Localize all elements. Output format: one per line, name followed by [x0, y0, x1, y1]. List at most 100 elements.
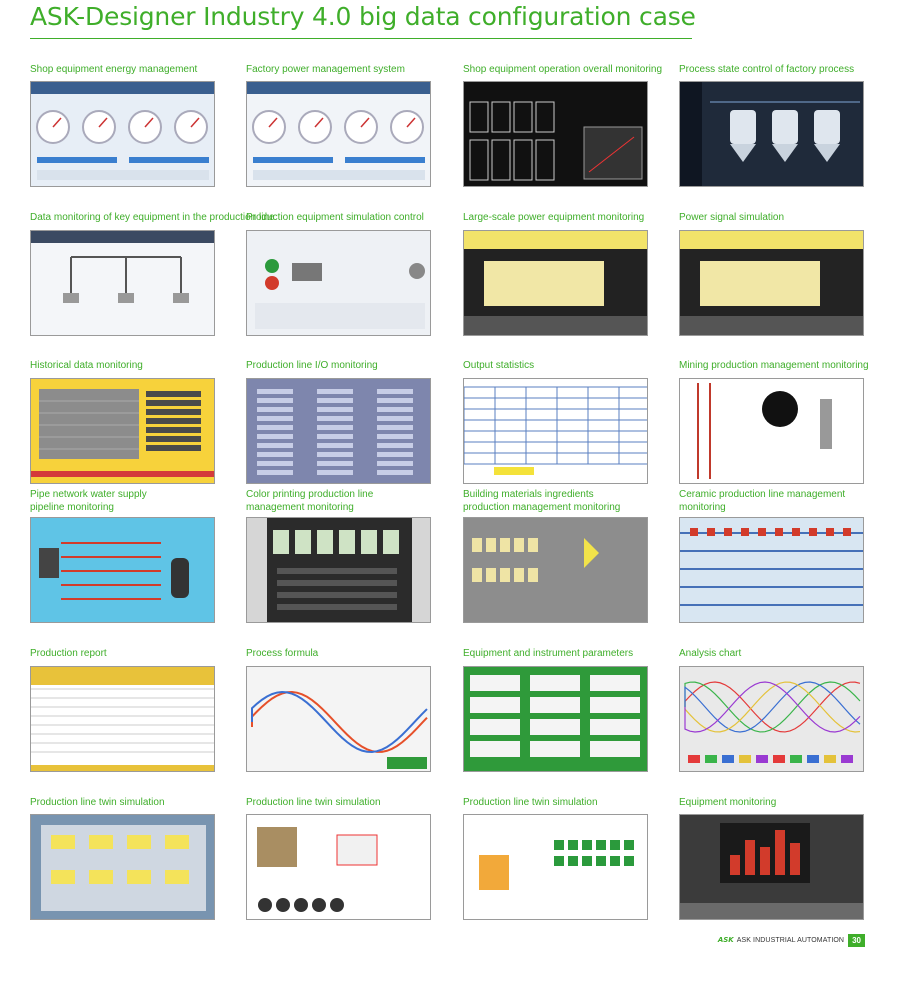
- case-caption: Mining production management monitoring: [679, 360, 869, 371]
- brand-logo: ASK: [717, 936, 734, 944]
- case-thumbnail: [30, 81, 215, 187]
- silo-layout-icon: [472, 538, 599, 582]
- twin-layout-icon: [41, 825, 206, 911]
- case-5: Data monitoring of key equipment in the …: [30, 211, 275, 224]
- case-caption: Historical data monitoring: [30, 360, 143, 371]
- mining-scene-icon: [697, 383, 832, 479]
- case-caption: Production equipment simulation control: [246, 212, 424, 223]
- case-caption: Shop equipment operation overall monitor…: [463, 64, 663, 75]
- bar-monitor-icon: [680, 823, 863, 919]
- case-9: Historical data monitoring: [30, 359, 240, 372]
- signal-meters-icon: [680, 231, 863, 335]
- case-thumbnail: [679, 378, 864, 484]
- ceramic-line-icon: [680, 528, 863, 606]
- case-thumbnail: [679, 81, 864, 187]
- page-title: ASK-Designer Industry 4.0 big data confi…: [30, 2, 696, 31]
- generator-panel-icon: [464, 231, 647, 335]
- case-caption: Production line twin simulation: [30, 797, 165, 808]
- control-panel-icon: [255, 259, 425, 329]
- case-14: Color printing production line management…: [246, 488, 456, 514]
- sine-chart-icon: [251, 691, 428, 769]
- case-caption-line-2: monitoring: [679, 502, 726, 513]
- case-thumbnail: [30, 666, 215, 772]
- case-1: Shop equipment energy management: [30, 63, 240, 76]
- case-caption-line-2: management monitoring: [246, 502, 354, 513]
- print-line-icon: [267, 518, 412, 622]
- case-thumbnail: [463, 517, 648, 623]
- brand-name: ASK INDUSTRIAL AUTOMATION: [736, 936, 845, 944]
- case-caption: Large-scale power equipment monitoring: [463, 212, 645, 223]
- data-table-icon: [464, 386, 647, 475]
- case-caption: Production line twin simulation: [463, 797, 598, 808]
- case-caption: Process state control of factory process: [679, 64, 855, 75]
- case-caption: Production line twin simulation: [246, 797, 381, 808]
- gauge-dashboard-icon: [31, 82, 214, 180]
- case-thumbnail: [463, 814, 648, 920]
- plant-schematic-icon: [469, 101, 643, 181]
- case-17: Production report: [30, 647, 240, 660]
- case-thumbnail: [30, 517, 215, 623]
- param-boxes-icon: [470, 675, 640, 757]
- trend-grid-icon: [31, 389, 214, 477]
- case-caption-line-1: Color printing production line: [246, 489, 374, 500]
- case-caption-line-1: Building materials ingredients: [463, 489, 594, 500]
- case-caption: Production report: [30, 648, 107, 659]
- case-22: Production line twin simulation: [246, 796, 456, 809]
- case-18: Process formula: [246, 647, 456, 660]
- case-23: Production line twin simulation: [463, 796, 673, 809]
- case-4: Process state control of factory process: [679, 63, 889, 76]
- case-10: Production line I/O monitoring: [246, 359, 456, 372]
- case-15: Building materials ingredients production…: [463, 488, 673, 514]
- case-thumbnail: [246, 378, 431, 484]
- case-caption: Ceramic production line management monito…: [679, 488, 889, 514]
- case-thumbnail: [246, 81, 431, 187]
- case-caption: Process formula: [246, 648, 319, 659]
- case-thumbnail: [463, 230, 648, 336]
- twin-machine-icon: [257, 827, 378, 912]
- case-thumbnail: [30, 814, 215, 920]
- case-caption: Equipment monitoring: [679, 797, 777, 808]
- title-rule: [30, 38, 692, 39]
- case-2: Factory power management system: [246, 63, 456, 76]
- case-thumbnail: [30, 378, 215, 484]
- analysis-waves-icon: [684, 681, 861, 763]
- case-thumbnail: [246, 230, 431, 336]
- case-caption-line-1: Pipe network water supply: [30, 489, 147, 500]
- case-16: Ceramic production line management monito…: [679, 488, 889, 514]
- io-table-icon: [257, 389, 413, 475]
- gauge-dashboard-icon: [247, 82, 430, 180]
- case-21: Production line twin simulation: [30, 796, 240, 809]
- case-13: Pipe network water supply pipeline monito…: [30, 488, 240, 514]
- page-number: 30: [848, 933, 865, 947]
- case-caption-line-2: pipeline monitoring: [30, 502, 114, 513]
- twin-robot-icon: [479, 840, 634, 890]
- case-8: Power signal simulation: [679, 211, 889, 224]
- case-20: Analysis chart: [679, 647, 889, 660]
- page-footer: ASK ASK INDUSTRIAL AUTOMATION 30: [718, 933, 865, 947]
- case-caption: Data monitoring of key equipment in the …: [30, 212, 275, 223]
- case-caption: Building materials ingredients production…: [463, 488, 673, 514]
- case-thumbnail: [679, 814, 864, 920]
- case-caption: Power signal simulation: [679, 212, 785, 223]
- case-thumbnail: [679, 666, 864, 772]
- process-tanks-icon: [680, 82, 860, 186]
- case-thumbnail: [463, 378, 648, 484]
- case-thumbnail: [30, 230, 215, 336]
- case-thumbnail: [463, 81, 648, 187]
- case-24: Equipment monitoring: [679, 796, 889, 809]
- case-caption: Equipment and instrument parameters: [463, 648, 634, 659]
- case-3: Shop equipment operation overall monitor…: [463, 63, 673, 76]
- case-caption: Analysis chart: [679, 648, 742, 659]
- case-thumbnail: [463, 666, 648, 772]
- case-6: Production equipment simulation control: [246, 211, 456, 224]
- case-caption-line-2: production management monitoring: [463, 502, 621, 513]
- case-11: Output statistics: [463, 359, 673, 372]
- case-thumbnail: [246, 666, 431, 772]
- case-caption: Factory power management system: [246, 64, 405, 75]
- case-7: Large-scale power equipment monitoring: [463, 211, 673, 224]
- case-12: Mining production management monitoring: [679, 359, 889, 372]
- case-caption: Production line I/O monitoring: [246, 360, 378, 371]
- case-thumbnail: [246, 517, 431, 623]
- case-caption-line-1: Ceramic production line management: [679, 489, 846, 500]
- case-thumbnail: [679, 230, 864, 336]
